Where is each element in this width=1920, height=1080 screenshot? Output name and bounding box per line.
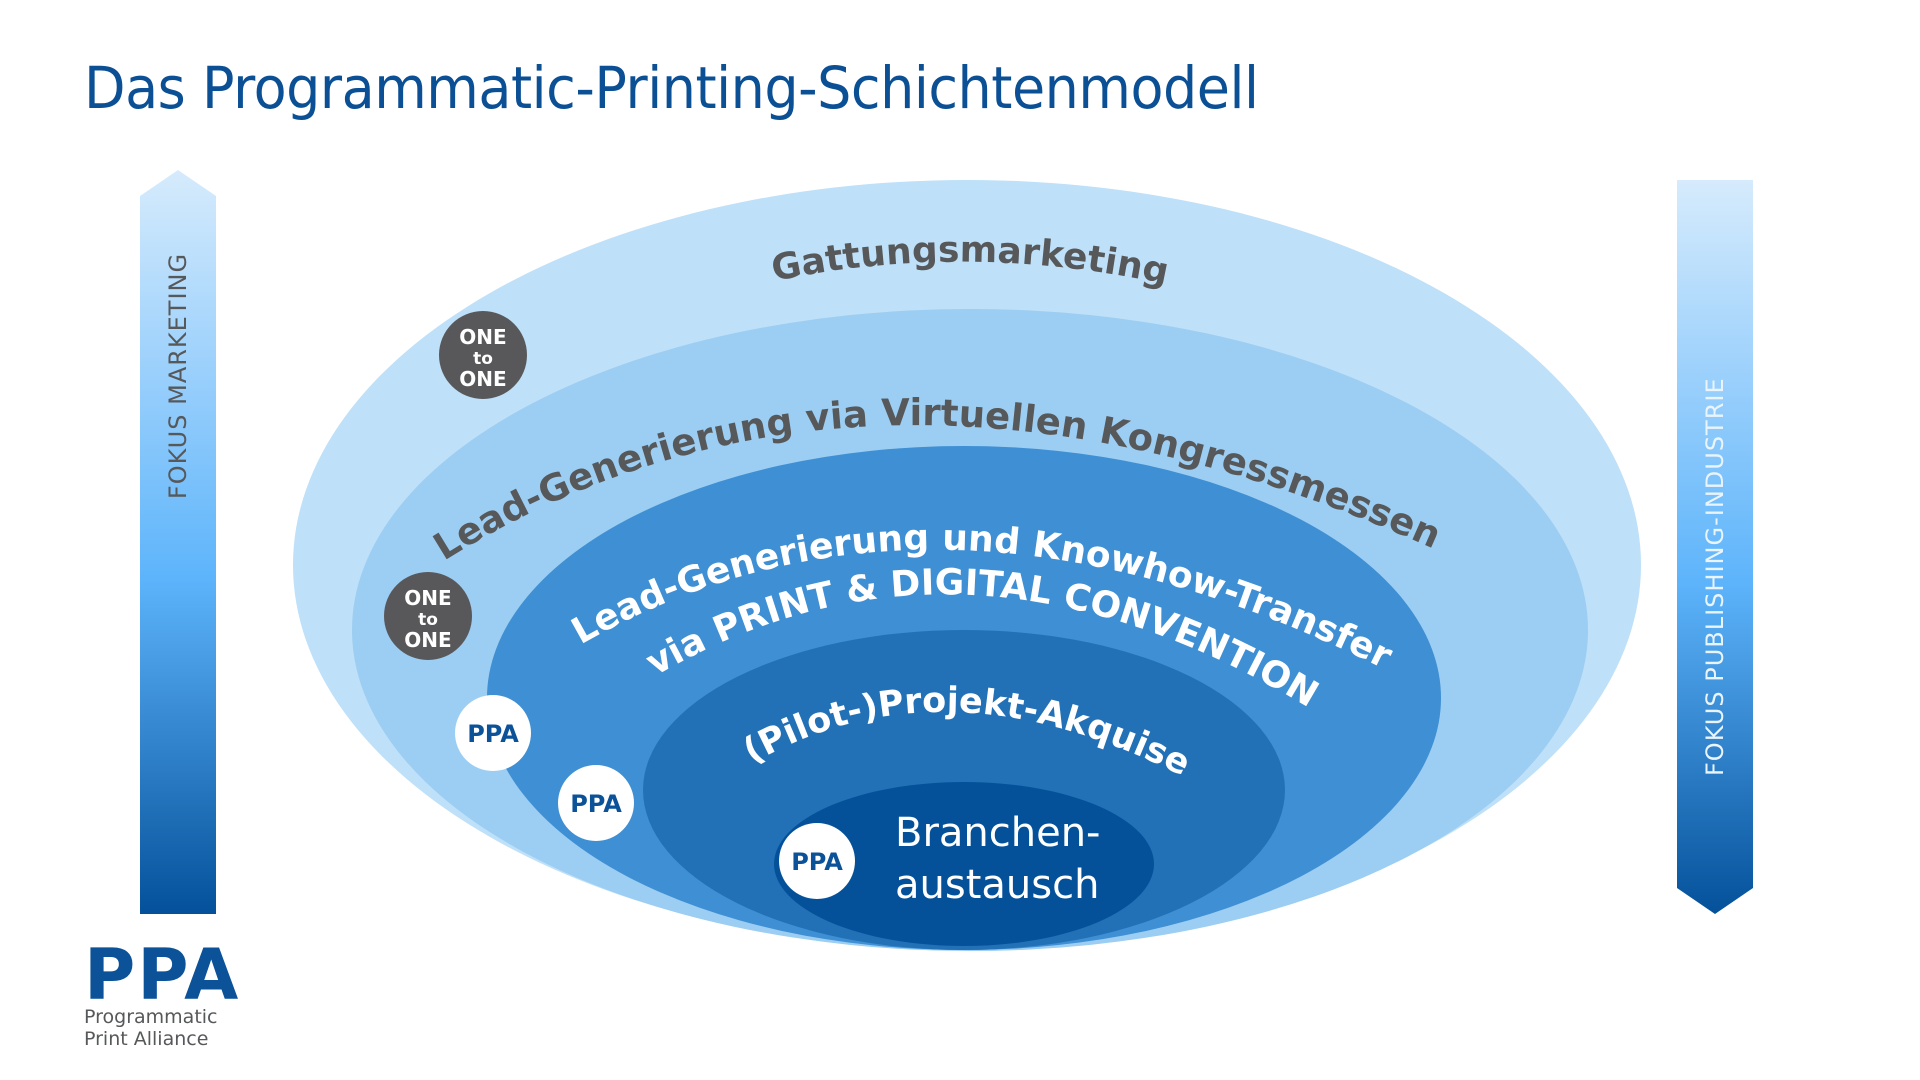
layer-5-label-line2: austausch bbox=[895, 862, 1099, 908]
ppa-badge-3: PPA bbox=[779, 823, 855, 899]
ppa-logo-icon: PPA bbox=[467, 720, 519, 748]
svg-text:ONE: ONE bbox=[404, 628, 451, 652]
layer-5-ellipse bbox=[774, 782, 1154, 946]
svg-text:to: to bbox=[418, 610, 438, 630]
ppa-badge-1: PPA bbox=[455, 695, 531, 771]
ppa-badge-2: PPA bbox=[558, 765, 634, 841]
logo-line-2: Print Alliance bbox=[84, 1028, 209, 1050]
right-arrow-label: FOKUS PUBLISHING-INDUSTRIE bbox=[1701, 377, 1729, 776]
one-to-one-badge-1: ONE to ONE bbox=[439, 311, 527, 399]
ppa-logo-mark: PPA bbox=[84, 934, 241, 1016]
left-arrow-up bbox=[140, 170, 216, 914]
one-to-one-badge-2: ONE to ONE bbox=[384, 572, 472, 660]
layer-5-label-line1: Branchen- bbox=[895, 810, 1101, 856]
svg-text:ONE: ONE bbox=[459, 325, 506, 349]
logo-line-1: Programmatic bbox=[84, 1006, 218, 1028]
right-arrow-down bbox=[1677, 180, 1753, 914]
svg-text:to: to bbox=[473, 349, 493, 369]
ppa-logo-icon: PPA bbox=[570, 790, 622, 818]
svg-text:ONE: ONE bbox=[459, 367, 506, 391]
ppa-logo: PPA Programmatic Print Alliance bbox=[84, 934, 241, 1050]
svg-text:ONE: ONE bbox=[404, 586, 451, 610]
page-title: Das Programmatic-Printing-Schichtenmodel… bbox=[84, 54, 1259, 122]
left-arrow-label: FOKUS MARKETING bbox=[164, 252, 192, 500]
ppa-logo-icon: PPA bbox=[791, 848, 843, 876]
